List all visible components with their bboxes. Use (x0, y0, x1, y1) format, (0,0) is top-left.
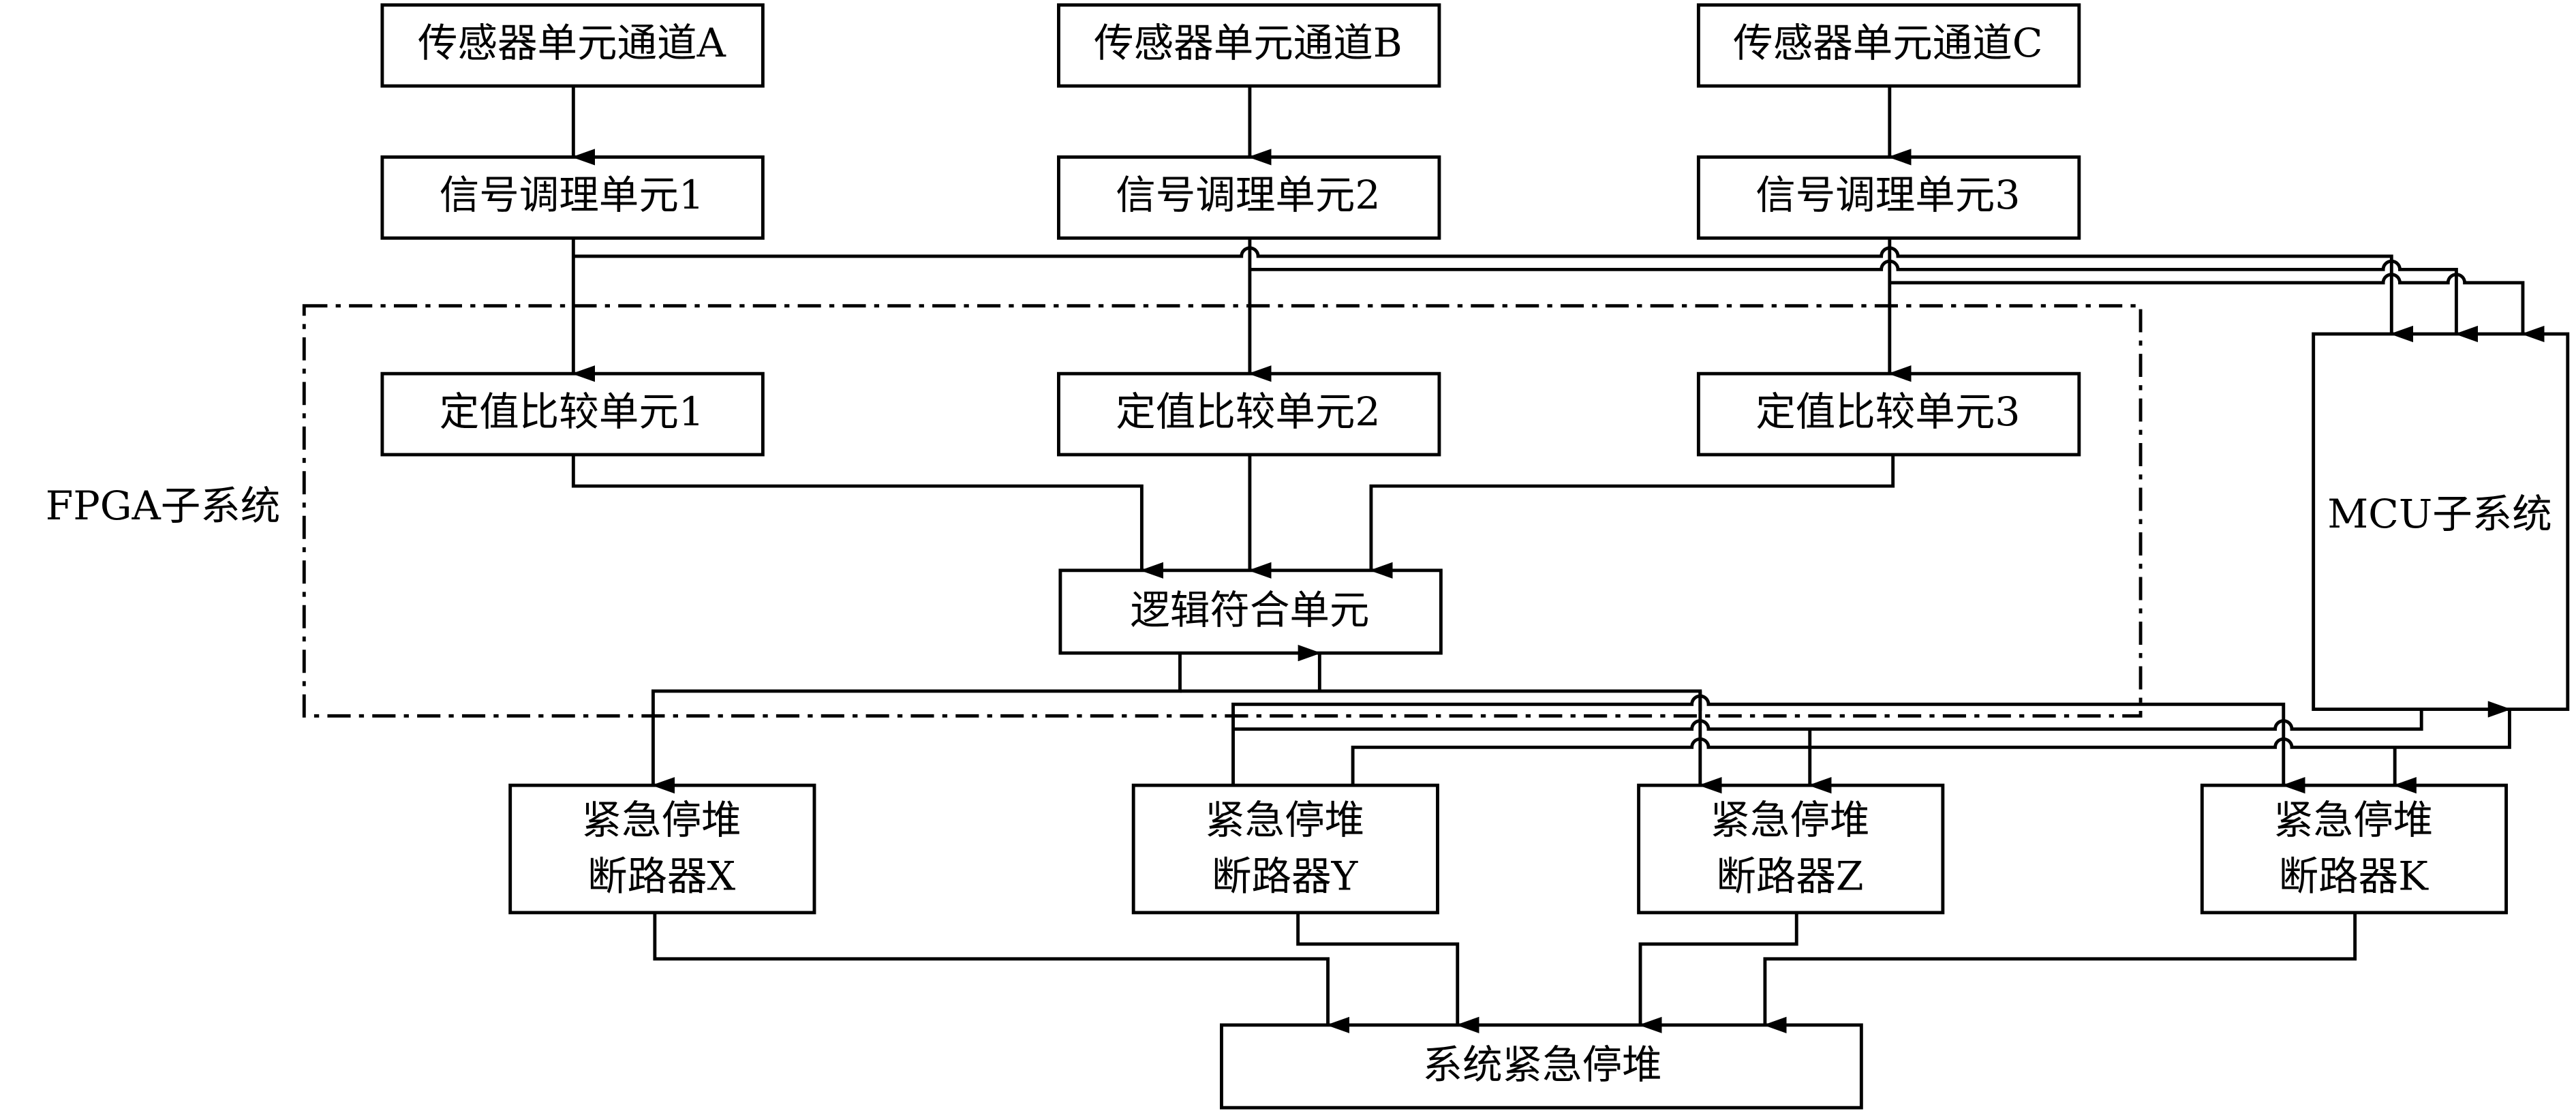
logic-out-z (1180, 689, 1702, 712)
logic-coincidence-box: 逻辑符合单元 (1058, 568, 1443, 655)
system-emergency-stop-box: 系统紧急停堆 (1220, 1023, 1863, 1110)
breaker-line2: 断路器Z (1716, 853, 1863, 900)
arrow-breaker-k (1763, 912, 2357, 1033)
sensor-label: 传感器单元通道C (1733, 20, 2042, 66)
conditioner-label: 信号调理单元3 (1755, 172, 2020, 218)
mcu-out-1 (1233, 709, 2423, 731)
logic-label: 逻辑符合单元 (1130, 587, 1369, 633)
sensor-label: 传感器单元通道A (418, 20, 726, 66)
conditioner-label: 信号调理单元1 (440, 172, 704, 218)
breaker-line2: 断路器Y (1212, 853, 1359, 900)
system-stop-label: 系统紧急停堆 (1423, 1041, 1662, 1088)
fpga-bus-yk (1231, 694, 2305, 794)
breaker-line2: 断路器K (2279, 853, 2429, 900)
conditioner-box-2: 信号调理单元2 (1057, 155, 1441, 240)
mcu-label: MCU子系统 (2327, 491, 2552, 537)
comparator-label: 定值比较单元1 (440, 389, 704, 435)
mcu-subsystem-box: MCU子系统 (2312, 332, 2570, 712)
bus-cond3-mcu (1889, 273, 2545, 343)
arrow-comp-3 (1369, 455, 1895, 579)
comparator-box-2: 定值比较单元2 (1057, 371, 1441, 457)
sensor-box-c: 传感器单元通道C (1696, 3, 2081, 88)
arrow-breaker-z (1638, 912, 1798, 1033)
logic-out-x (651, 653, 1182, 794)
mcu-out-2 (1351, 701, 2511, 786)
conditioner-box-3: 信号调理单元3 (1696, 155, 2081, 240)
breaker-line1: 紧急停堆 (582, 797, 741, 843)
comparator-label: 定值比较单元3 (1755, 389, 2020, 435)
breaker-line1: 紧急停堆 (1205, 797, 1364, 843)
comparator-label: 定值比较单元2 (1116, 389, 1380, 435)
breaker-line1: 紧急停堆 (1710, 797, 1869, 843)
comparator-box-3: 定值比较单元3 (1696, 371, 2081, 457)
arrow-breaker-y (1296, 912, 1479, 1033)
comparator-box-1: 定值比较单元1 (380, 371, 765, 457)
arrow-comp-1 (571, 455, 1164, 579)
breaker-line2: 断路器X (587, 853, 736, 900)
fpga-subsystem-boundary (302, 304, 2143, 718)
sensor-box-b: 传感器单元通道B (1057, 3, 1441, 88)
fpga-subsystem-label: FPGA子系统 (46, 483, 281, 529)
bus-cond2-mcu (1249, 259, 2479, 343)
conditioner-label: 信号调理单元2 (1116, 172, 1380, 218)
sensor-box-a: 传感器单元通道A (380, 3, 765, 88)
sensor-label: 传感器单元通道B (1094, 20, 1402, 66)
conditioner-box-1: 信号调理单元1 (380, 155, 765, 240)
bus-cond1-mcu (573, 246, 2414, 343)
breaker-line1: 紧急停堆 (2273, 797, 2433, 843)
arrow-breaker-x (653, 912, 1350, 1033)
